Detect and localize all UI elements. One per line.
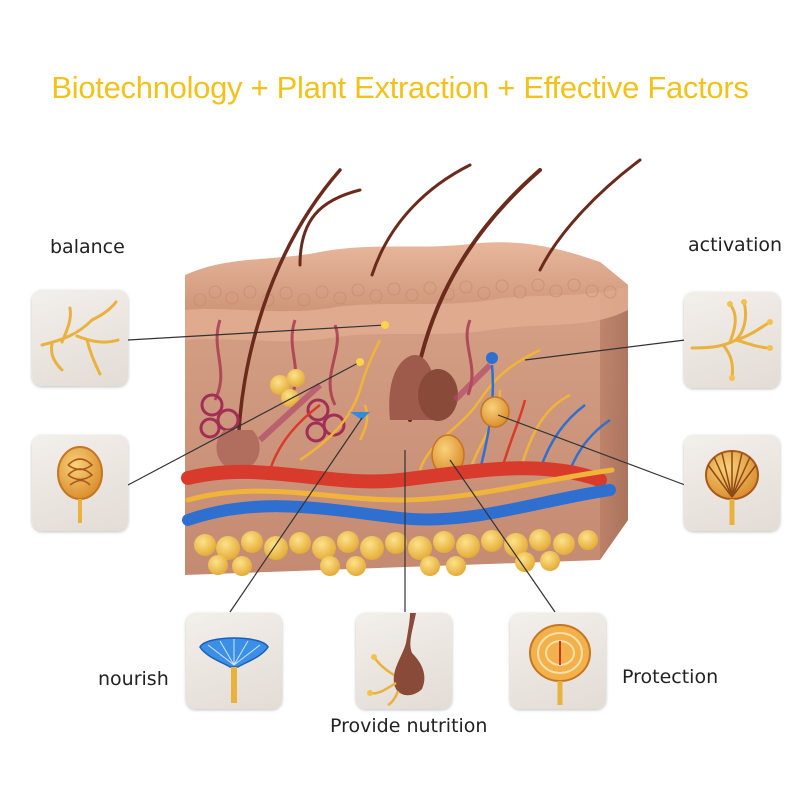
sensory-corpuscle-icon (705, 450, 759, 525)
tile-balance-nerve (32, 290, 128, 386)
sebaceous-gland (270, 369, 305, 407)
arrector-muscle (257, 362, 493, 443)
tile-protection-bulb (510, 613, 606, 709)
label-activation: activation (688, 234, 783, 256)
label-balance: balance (50, 236, 125, 258)
sparkle-points (356, 321, 389, 366)
label-provide-nutrition: Provide nutrition (330, 715, 488, 737)
tile-coiled-bulb (32, 435, 128, 531)
hair-strands (236, 158, 642, 454)
tile-activation-nerve (684, 292, 780, 388)
tile-nutrition-follicle (356, 613, 452, 709)
branched-nerve-icon (40, 300, 120, 376)
label-nourish: nourish (98, 668, 169, 690)
subcutaneous-fat (194, 529, 598, 576)
blue-receptor-icon (199, 637, 269, 703)
tile-nourish-cell (186, 613, 282, 709)
label-protection: Protection (622, 666, 719, 688)
nerve-ending-icon (690, 299, 773, 381)
hair-follicles (216, 355, 458, 470)
lamellar-corpuscle-icon (529, 624, 591, 705)
sweat-glands (199, 393, 346, 443)
follicle-root-icon (367, 613, 425, 707)
tile-sensory-bulb (684, 435, 780, 531)
main-blood-vessels (181, 461, 616, 526)
connector-lines (127, 324, 686, 613)
diagram-title: Biotechnology + Plant Extraction + Effec… (51, 70, 749, 105)
coiled-gland-icon (57, 446, 103, 523)
sensory-bulbs (350, 352, 510, 476)
